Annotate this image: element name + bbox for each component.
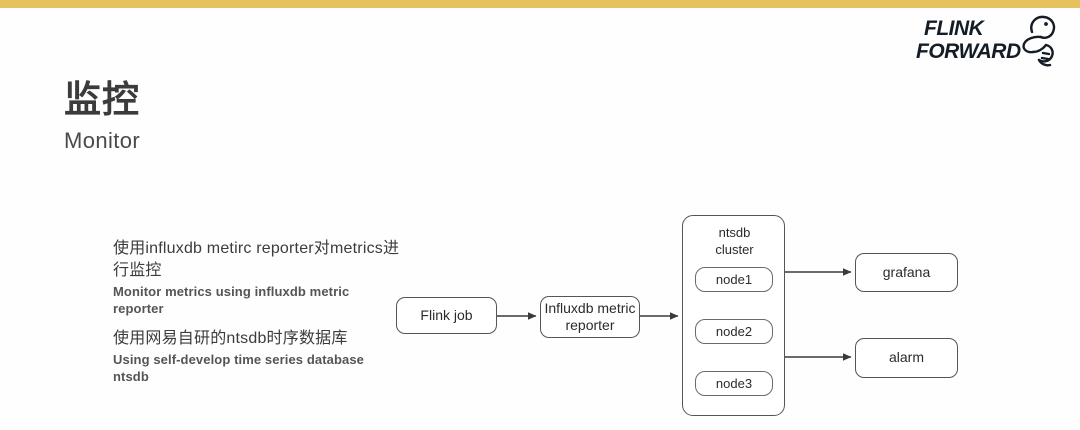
node-alarm[interactable]: alarm — [855, 338, 958, 378]
node-grafana[interactable]: grafana — [855, 253, 958, 292]
cluster-member-node2[interactable]: node2 — [695, 319, 773, 344]
cluster-member-node3[interactable]: node3 — [695, 371, 773, 396]
note-1-en: Monitor metrics using influxdb metric re… — [113, 284, 350, 317]
note-1-cn: 使用influxdb metirc reporter对metrics进行监控 — [113, 240, 400, 280]
node-influxdb-metric-reporter[interactable]: Influxdb metric reporter — [540, 296, 640, 338]
cluster-title-line-1: ntsdb — [718, 225, 751, 240]
note-2-en: Using self-develop time series database … — [113, 352, 364, 385]
top-accent-bar — [0, 0, 1080, 8]
logo-line-2: FORWARD — [916, 40, 1021, 63]
page-title-cn: 监控 — [64, 79, 140, 120]
squirrel-icon — [1022, 15, 1056, 67]
node-ntsdb-cluster[interactable]: ntsdb cluster node1 node2 node3 — [682, 215, 785, 416]
logo-wordmark: FLINK FORWARD — [916, 17, 1021, 62]
cluster-title-line-2: cluster — [715, 241, 754, 257]
note-block-1: 使用influxdb metirc reporter对metrics进行监控 M… — [113, 238, 403, 317]
page-title-en: Monitor — [64, 128, 141, 153]
flink-forward-logo: FLINK FORWARD — [916, 14, 1056, 74]
node-flink-job[interactable]: Flink job — [396, 297, 497, 334]
logo-line-1: FLINK — [924, 17, 984, 40]
cluster-title: ntsdb cluster — [683, 225, 786, 258]
note-block-2: 使用网易自研的ntsdb时序数据库 Using self-develop tim… — [113, 328, 403, 385]
cluster-member-node1[interactable]: node1 — [695, 267, 773, 292]
note-2-cn: 使用网易自研的ntsdb时序数据库 — [113, 330, 348, 347]
